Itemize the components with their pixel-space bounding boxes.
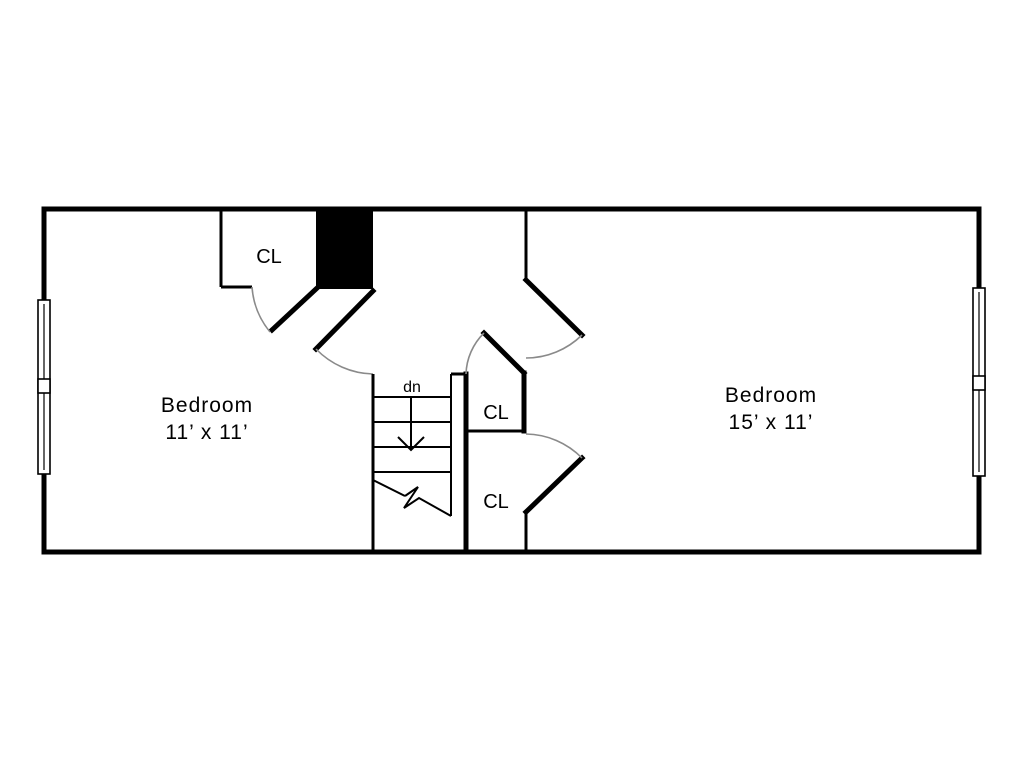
right-bedroom-dimensions: 15’ x 11’ [729,411,814,434]
stairs-direction-label: dn [403,379,421,396]
closet-bottom-walls [522,433,586,552]
left-bedroom-door [312,287,377,375]
closet-top-left-walls [219,211,320,334]
closet-top-left-label: CL [256,246,282,268]
down-arrow-icon [397,436,425,452]
left-bedroom-name: Bedroom [161,394,253,417]
left-bedroom-dimensions: 11’ x 11’ [165,421,248,444]
right-window [972,287,986,477]
right-bedroom-name: Bedroom [725,384,817,407]
left-window [37,299,51,475]
chimney-block [316,211,373,289]
closet-middle-walls [465,329,528,434]
closet-bottom-label: CL [483,491,509,513]
right-bedroom-door [522,211,586,359]
closet-middle-label: CL [483,402,509,424]
stairs [372,372,465,517]
exterior-walls [41,206,982,555]
